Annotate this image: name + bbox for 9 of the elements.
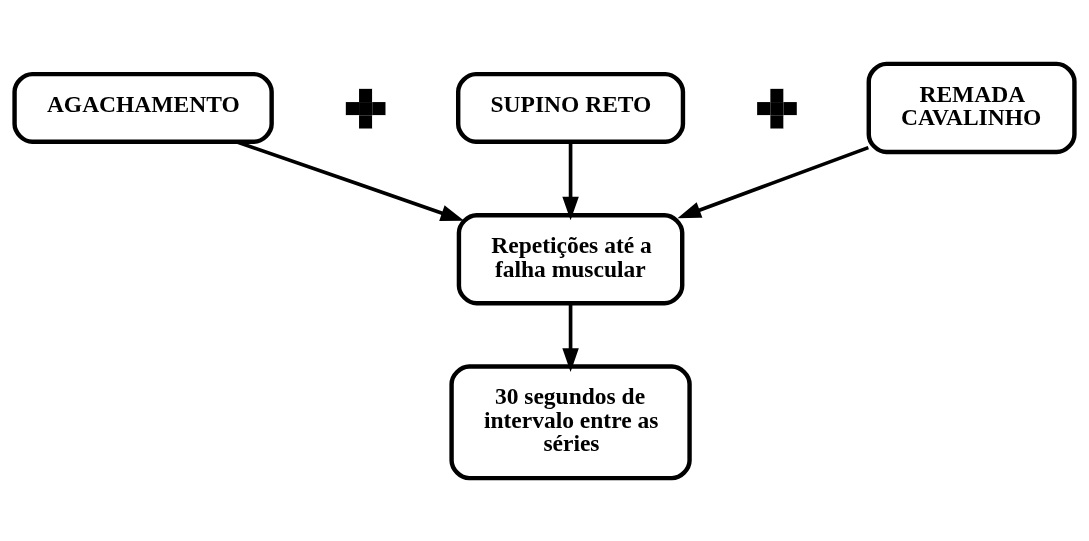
node-box: 30 segundos de intervalo entre as séries [449, 363, 692, 480]
arrow [562, 303, 579, 372]
arrow [235, 139, 465, 221]
arrow [677, 145, 869, 218]
node-box: REMADA CAVALINHO [866, 61, 1077, 154]
arrow [562, 141, 579, 220]
node-box: SUPINO RETO [456, 71, 686, 144]
node-box: Repetições até a falha muscular [456, 212, 685, 306]
node-box: AGACHAMENTO [12, 71, 274, 144]
